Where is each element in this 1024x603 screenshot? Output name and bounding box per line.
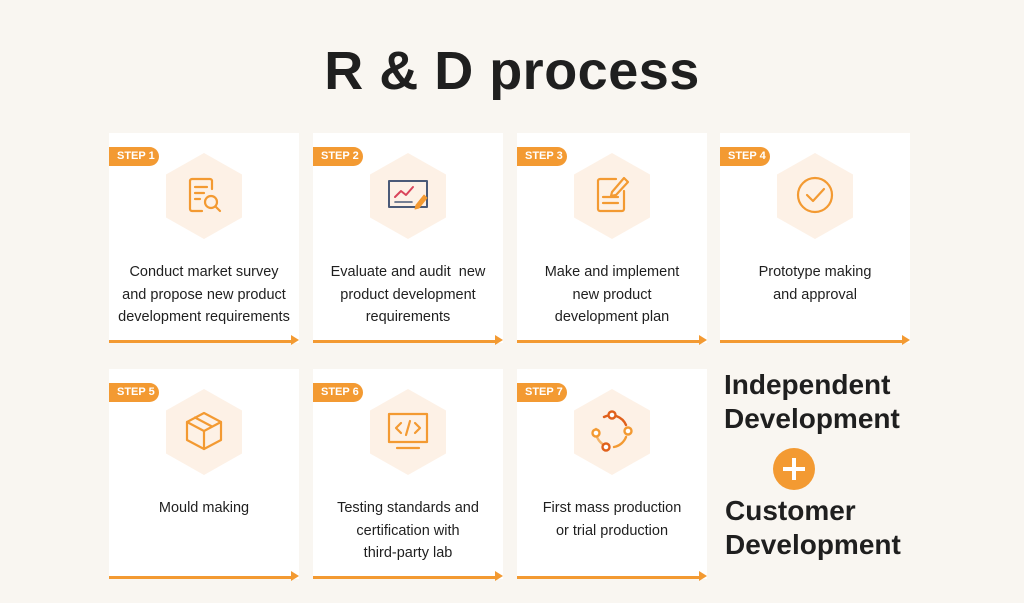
- step-badge: STEP 1: [109, 147, 159, 166]
- arrow-line: [517, 340, 701, 343]
- plus-icon: [773, 448, 815, 490]
- step-card-4: STEP 4 Prototype making and approval: [720, 133, 910, 345]
- description-line: development plan: [554, 309, 670, 325]
- step-badge: STEP 3: [517, 147, 567, 166]
- step-description: Make and implement new product developme…: [517, 261, 707, 329]
- description-line: and propose new product: [122, 286, 286, 303]
- step-description: Testing standards and certification with…: [313, 497, 503, 565]
- step-card-5: STEP 5 Mould making: [109, 369, 299, 581]
- description-line: new product: [572, 286, 652, 303]
- document-edit-icon: [590, 173, 634, 217]
- step-card-3: STEP 3 Make and implement new product de…: [517, 133, 707, 345]
- description-line: First mass production: [542, 500, 682, 516]
- step-card-2: STEP 2 Evaluate and audit new product de…: [313, 133, 503, 345]
- arrow-head: [291, 571, 299, 581]
- check-circle-icon: [793, 173, 837, 217]
- step-description: Mould making: [109, 497, 299, 520]
- step-card-1: STEP 1 Conduct market survey and propose…: [109, 133, 299, 345]
- cycle-nodes-icon: [590, 409, 634, 453]
- arrow-line: [313, 576, 497, 579]
- step-card-7: STEP 7 First mass production or trial pr…: [517, 369, 707, 581]
- independent-development-label: Independent Development: [724, 368, 900, 436]
- plus-vertical: [792, 458, 796, 480]
- arrow-head: [699, 335, 707, 345]
- step-badge: STEP 7: [517, 383, 567, 402]
- description-line: certification with: [356, 522, 460, 539]
- step-description: Evaluate and audit new product developme…: [313, 261, 503, 329]
- description-line: requirements: [365, 309, 451, 325]
- description-line: product development: [340, 286, 476, 303]
- chart-board-icon: [386, 173, 430, 217]
- hexagon-background: [574, 389, 650, 475]
- side-line: Customer: [725, 495, 856, 526]
- description-line: Mould making: [158, 500, 250, 516]
- step-description: First mass production or trial productio…: [517, 497, 707, 542]
- step-badge: STEP 6: [313, 383, 363, 402]
- arrow-line: [109, 340, 293, 343]
- arrow-head: [902, 335, 910, 345]
- document-search-icon: [182, 173, 226, 217]
- side-line: Independent: [724, 369, 891, 400]
- page-title: R & D process: [324, 41, 700, 101]
- step-badge: STEP 4: [720, 147, 770, 166]
- arrow-head: [699, 571, 707, 581]
- arrow-line: [109, 576, 293, 579]
- step-badge: STEP 5: [109, 383, 159, 402]
- step-badge: STEP 2: [313, 147, 363, 166]
- code-monitor-icon: [386, 409, 430, 453]
- box-icon: [182, 409, 226, 453]
- customer-development-label: Customer Development: [725, 494, 901, 562]
- description-line: Prototype making: [758, 264, 872, 280]
- description-line: or trial production: [555, 522, 669, 539]
- arrow-head: [495, 571, 503, 581]
- description-line: Conduct market survey: [129, 264, 279, 280]
- arrow-head: [495, 335, 503, 345]
- arrow-line: [313, 340, 497, 343]
- arrow-line: [517, 576, 701, 579]
- description-line: Evaluate and audit new: [330, 264, 486, 280]
- step-description: Conduct market survey and propose new pr…: [109, 261, 299, 329]
- arrow-line: [720, 340, 904, 343]
- description-line: Testing standards and: [337, 500, 479, 516]
- hexagon-background: [166, 153, 242, 239]
- step-description: Prototype making and approval: [720, 261, 910, 306]
- hexagon-background: [370, 153, 446, 239]
- description-line: and approval: [773, 286, 857, 303]
- hexagon-background: [777, 153, 853, 239]
- step-card-6: STEP 6 Testing standards and certificati…: [313, 369, 503, 581]
- description-line: Make and implement: [544, 264, 680, 280]
- description-line: third-party lab: [363, 545, 453, 561]
- description-line: development requirements: [118, 309, 290, 325]
- side-line: Development: [724, 403, 900, 434]
- side-line: Development: [725, 529, 901, 560]
- arrow-head: [291, 335, 299, 345]
